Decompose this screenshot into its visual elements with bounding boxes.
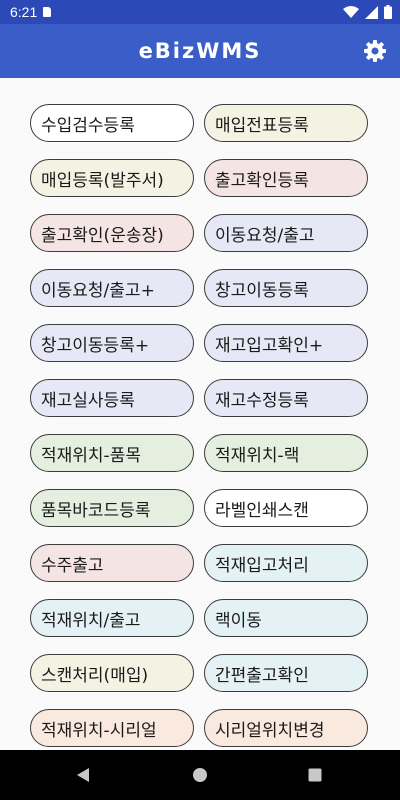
menu-button[interactable]: 스캔처리(매입) xyxy=(30,654,194,692)
recents-button[interactable] xyxy=(306,766,324,784)
app-title: eBizWMS xyxy=(138,39,262,63)
home-button[interactable] xyxy=(191,766,209,784)
menu-button[interactable]: 품목바코드등록 xyxy=(30,489,194,527)
menu-button[interactable]: 수주출고 xyxy=(30,544,194,582)
back-icon xyxy=(77,768,89,782)
menu-button[interactable]: 이동요청/출고+ xyxy=(30,269,194,307)
menu-button[interactable]: 적재위치/출고 xyxy=(30,599,194,637)
status-icons xyxy=(343,5,392,19)
recents-icon xyxy=(308,768,322,782)
menu-button[interactable]: 창고이동등록 xyxy=(204,269,368,307)
menu-button[interactable]: 재고수정등록 xyxy=(204,379,368,417)
menu-button[interactable]: 창고이동등록+ xyxy=(30,324,194,362)
signal-icon xyxy=(365,5,378,19)
menu-button[interactable]: 매입전표등록 xyxy=(204,104,368,142)
battery-icon xyxy=(384,5,392,19)
menu-button[interactable]: 라벨인쇄스캔 xyxy=(204,489,368,527)
menu-button[interactable]: 적재위치-품목 xyxy=(30,434,194,472)
menu-button[interactable]: 출고확인등록 xyxy=(204,159,368,197)
menu-button[interactable]: 적재입고처리 xyxy=(204,544,368,582)
status-time: 6:21 xyxy=(10,4,38,20)
gear-icon xyxy=(364,40,386,62)
home-icon xyxy=(193,768,207,782)
menu-button[interactable]: 적재위치-랙 xyxy=(204,434,368,472)
menu-button[interactable]: 재고입고확인+ xyxy=(204,324,368,362)
app-bar: eBizWMS xyxy=(0,24,400,78)
menu-button[interactable]: 적재위치-시리얼 xyxy=(30,709,194,747)
menu-button[interactable]: 재고실사등록 xyxy=(30,379,194,417)
menu-button[interactable]: 시리얼위치변경 xyxy=(204,709,368,747)
menu-button[interactable]: 랙이동 xyxy=(204,599,368,637)
back-button[interactable] xyxy=(74,766,92,784)
menu-button[interactable]: 출고확인(운송장) xyxy=(30,214,194,252)
status-bar: 6:21 xyxy=(0,0,400,24)
menu-button[interactable]: 수입검수등록 xyxy=(30,104,194,142)
sd-card-icon xyxy=(43,7,52,17)
menu-button[interactable]: 이동요청/출고 xyxy=(204,214,368,252)
settings-button[interactable] xyxy=(362,38,388,64)
menu-button[interactable]: 매입등록(발주서) xyxy=(30,159,194,197)
navigation-bar xyxy=(0,750,400,800)
wifi-icon xyxy=(343,6,359,18)
menu-button[interactable]: 간편출고확인 xyxy=(204,654,368,692)
